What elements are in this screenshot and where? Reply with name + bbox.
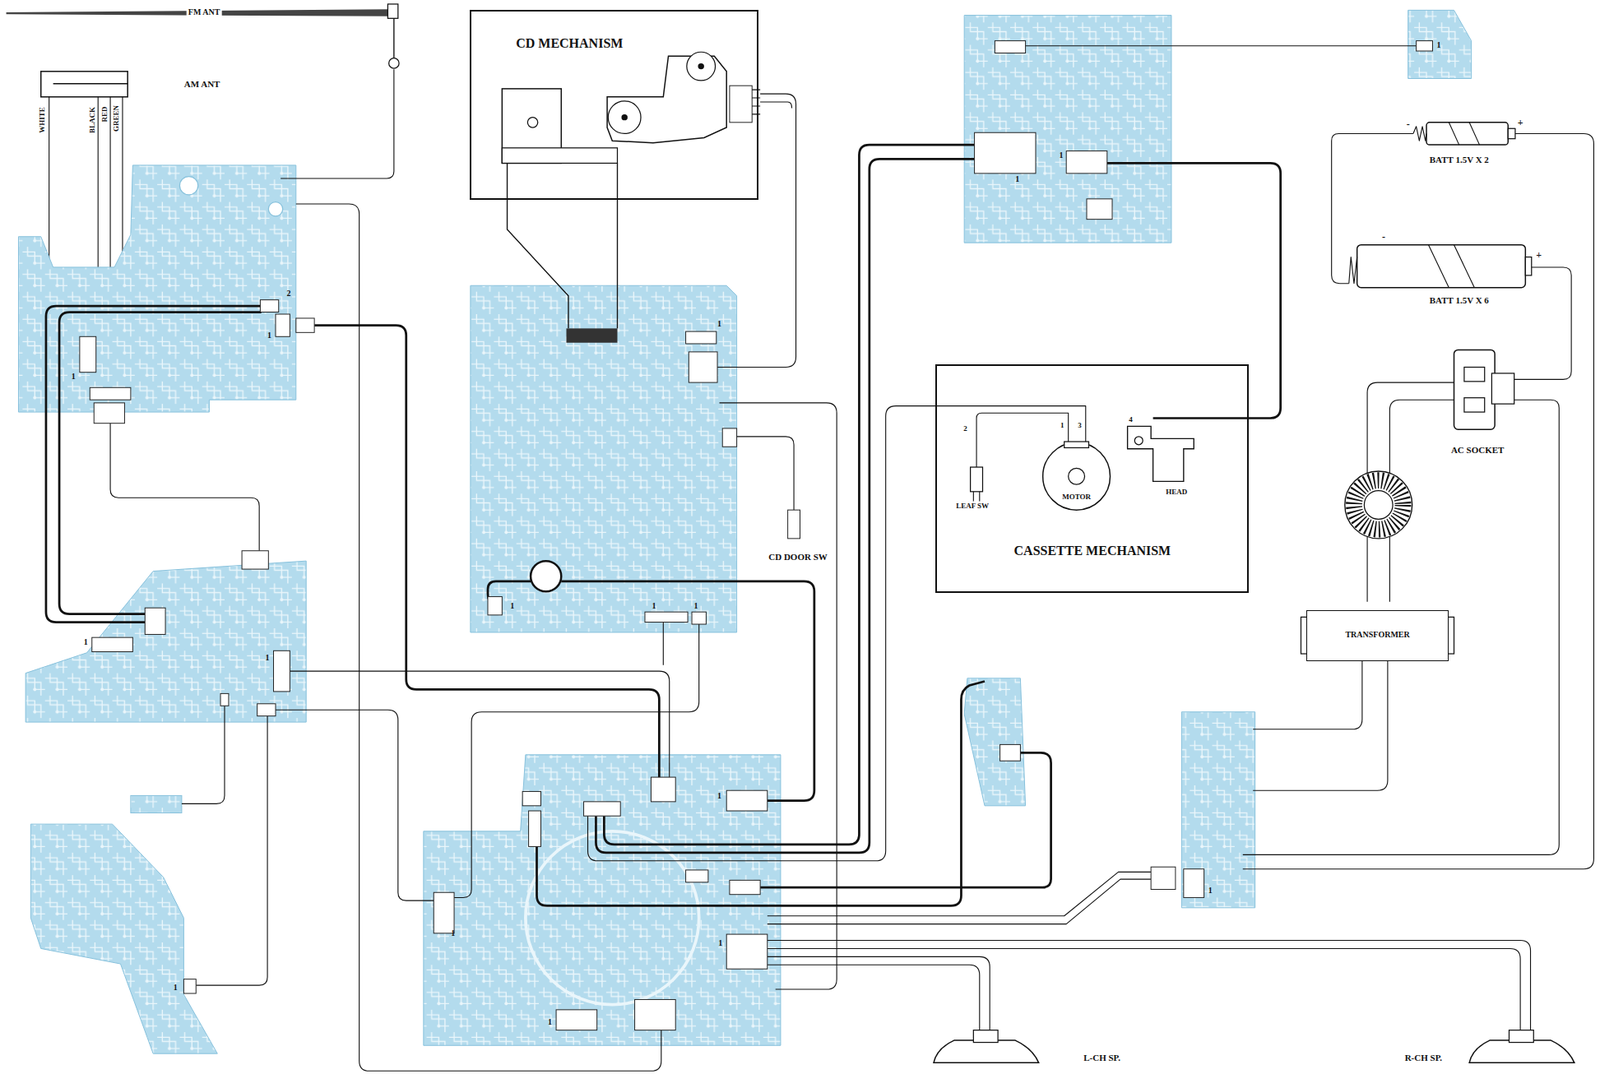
pin-number: 1 [547,1018,552,1027]
cassette-mechanism-parts [970,412,1195,511]
pin-number: 1 [1059,151,1064,160]
pin-number: 1 [1208,886,1213,896]
mechanism-box: CD MECHANISM [469,9,759,200]
pin-number: 1 [718,939,723,948]
pin-number: 1 [1058,421,1067,431]
polarity-sign: - [1405,118,1412,130]
pin-number: 1 [71,372,76,381]
pin-number: 1 [652,602,657,611]
pin-number: 1 [693,602,698,611]
pin-number: 1 [1015,175,1020,184]
battery-label: BATT 1.5V X 2 [1428,153,1491,165]
antenna-label: FM ANT [186,7,223,18]
am-antenna [41,71,128,297]
pin-number: 1 [267,331,272,340]
wire-color: WHITE [37,106,47,136]
part-label: HEAD [1164,486,1189,497]
fm-antenna [6,4,400,69]
wire-color: RED [99,104,109,124]
box-title: CD MECHANISM [515,36,623,52]
speaker-label: R-CH SP. [1403,1052,1444,1064]
box-title: CASSETTE MECHANISM [936,543,1248,559]
pin-number: 4 [1126,414,1135,424]
power-parts [1300,122,1531,654]
wire-color: BLACK [87,105,97,135]
pin-number: 1 [717,792,722,801]
wires [46,46,1594,1072]
mechanism-box: CASSETTE MECHANISM [935,364,1249,594]
speakers [933,1030,1575,1064]
pin-number: 1 [1437,41,1442,50]
pin-number: 2 [287,289,292,298]
part-label: AC SOCKET [1449,445,1507,456]
part-label: LEAF SW [954,501,991,511]
board-connectors [79,41,1434,1031]
pin-number: 1 [83,638,89,647]
part-label: MOTOR [1060,492,1093,502]
pin-number: 2 [961,423,970,433]
pin-number: 1 [510,602,515,611]
circuit-boards [18,9,1471,1054]
pin-number: 3 [1075,421,1084,431]
pin-number: 1 [264,653,269,663]
cd-mechanism-parts [501,51,761,329]
transformer-body: TRANSFORMER [1306,610,1450,662]
pin-number: 1 [717,320,722,329]
part-label: CD DOOR SW [766,551,830,563]
polarity-sign: + [1534,249,1544,261]
wire-color: GREEN [111,103,121,134]
polarity-sign: - [1380,231,1387,243]
polarity-sign: + [1516,116,1526,129]
speaker-label: L-CH SP. [1081,1052,1123,1064]
box-title: TRANSFORMER [1307,630,1449,640]
pin-number: 1 [450,929,455,938]
pin-number: 1 [173,983,178,993]
antenna-label: AM ANT [182,78,223,89]
battery-label: BATT 1.5V X 6 [1428,294,1491,306]
